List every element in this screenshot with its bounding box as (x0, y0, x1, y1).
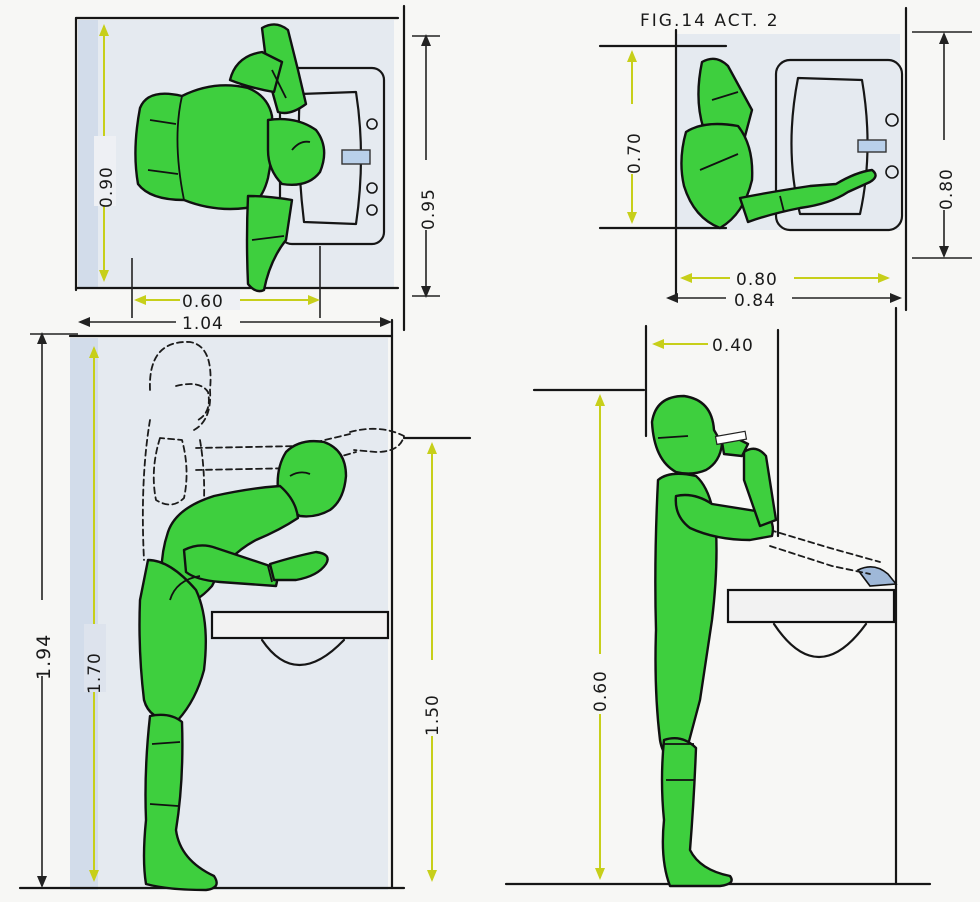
left-plan-overall-width-bg (176, 312, 240, 332)
right-plan-width-bg (730, 268, 794, 288)
arrow (134, 295, 146, 305)
arrow (595, 394, 605, 406)
arrow (421, 34, 431, 46)
arrow (878, 273, 890, 283)
right-plan-overall-depth-bg (932, 140, 956, 210)
left-elev-total-height-bg (30, 600, 56, 676)
arrow (427, 870, 437, 882)
arrow (652, 339, 664, 349)
arrow (680, 273, 692, 283)
left-elev-figure-height-bg (84, 624, 106, 692)
arrow (939, 246, 949, 258)
left-plan-knob-2 (366, 182, 378, 194)
right-elev-standing-figure (650, 394, 778, 888)
arrow (308, 295, 320, 305)
arrow (89, 870, 99, 882)
right-elev-counter (726, 588, 896, 624)
right-elev-dashed-arm (769, 529, 881, 563)
right-plan-view: 0.70 0.80 0.80 0.84 (598, 6, 972, 312)
right-plan-overall-width-bg (726, 289, 792, 309)
left-plan-width-label: 0.60 (182, 292, 224, 312)
left-plan-overall-depth-label: 0.95 (419, 188, 439, 230)
arrow (99, 270, 109, 282)
arrow (78, 317, 90, 327)
left-plan-depth-bg (94, 136, 116, 206)
left-plan-overall-depth-bg (416, 160, 438, 230)
right-plan-figure (680, 57, 877, 230)
right-elev-height-label: 0.60 (591, 670, 611, 712)
left-plan-view: 0.90 0.95 0.60 1.04 (74, 4, 440, 334)
right-plan-depth-label: 0.70 (625, 132, 645, 174)
arrow (99, 24, 109, 36)
right-plan-sink-bowl (790, 76, 869, 216)
arrow (37, 332, 47, 344)
arrow (427, 442, 437, 454)
arrow (627, 212, 637, 224)
right-plan-overall-width-label: 0.84 (734, 291, 776, 311)
right-elevation-view: 0.40 0.60 (504, 306, 932, 888)
arrow (421, 286, 431, 298)
left-plan-overall-width-label: 1.04 (182, 314, 224, 334)
arrow (627, 50, 637, 62)
figure-title: FIG.14 ACT. 2 (640, 11, 780, 31)
right-elev-faucet (856, 566, 898, 587)
right-elev-basin (772, 622, 868, 659)
right-elev-reach-label: 0.40 (712, 336, 754, 356)
arrow (890, 293, 902, 303)
right-plan-overall-depth-label: 0.80 (937, 168, 957, 210)
right-elev-reach-bg (708, 334, 772, 354)
arrow (595, 868, 605, 880)
toothbrush (714, 430, 748, 446)
right-plan-faucet (857, 139, 887, 153)
left-elev-bent-figure (138, 439, 348, 892)
arrow (37, 876, 47, 888)
right-elev-height-bg (588, 654, 612, 714)
left-plan-width-bg (180, 290, 240, 310)
left-plan-figure (134, 23, 326, 293)
left-plan-shade-edge (78, 20, 98, 288)
arrow (89, 346, 99, 358)
right-plan-sink-outer (774, 58, 904, 232)
right-plan-width-label: 0.80 (736, 270, 778, 290)
left-plan-depth-label: 0.90 (97, 166, 117, 208)
left-elev-counter-height-label: 1.50 (423, 694, 443, 736)
right-elev-dashed-arm-2 (769, 545, 871, 575)
right-plan-depth-bg (620, 104, 644, 174)
left-plan-knob-3 (366, 204, 378, 216)
arrow (666, 293, 678, 303)
arrow (380, 317, 392, 327)
left-elev-total-height-label: 1.94 (33, 634, 55, 680)
left-elevation-view: 1.94 1.70 1.50 (18, 318, 472, 892)
left-elev-basin (260, 638, 346, 666)
arrow (939, 32, 949, 44)
left-elev-counter-height-bg (422, 660, 444, 736)
left-elev-figure-height-label: 1.70 (85, 652, 105, 694)
right-plan-knob-2 (885, 165, 899, 179)
left-plan-faucet (341, 149, 371, 165)
right-plan-knob-1 (885, 113, 899, 127)
left-plan-knob-1 (366, 118, 378, 130)
left-elev-counter (210, 610, 390, 640)
